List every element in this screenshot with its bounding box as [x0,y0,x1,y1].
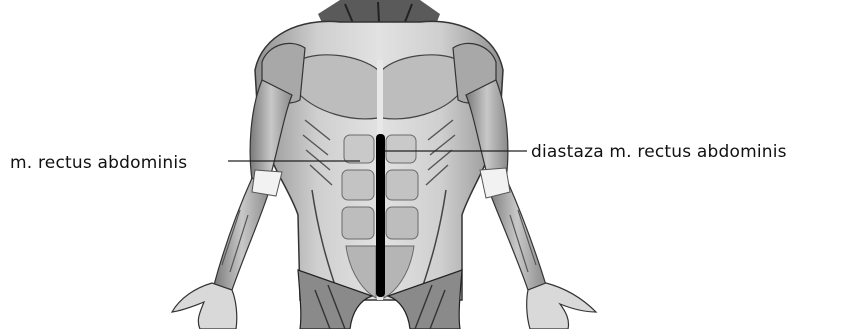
label-diastasis-rectus-abdominis: diastaza m. rectus abdominis [531,144,787,161]
right-arm [466,80,596,329]
right-hand [527,283,596,329]
diastasis-marker-bar [376,134,385,297]
label-rectus-abdominis: m. rectus abdominis [10,155,187,172]
left-arm [172,80,292,329]
left-hand [172,283,237,329]
